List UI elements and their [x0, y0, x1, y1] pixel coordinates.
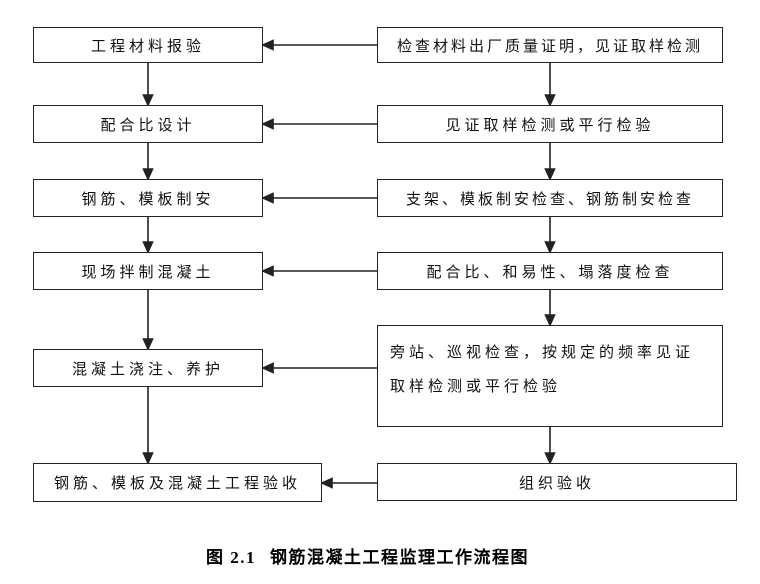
arrowhead-down	[544, 94, 556, 107]
arrowhead-left	[261, 192, 274, 204]
arrowhead-down	[142, 338, 154, 351]
arrowhead-down	[142, 168, 154, 181]
node-mix-ratio-design: 配合比设计	[33, 105, 263, 143]
node-support-formwork-rebar-check: 支架、模板制安检查、钢筋制安检查	[377, 179, 723, 217]
arrowhead-left	[261, 39, 274, 51]
figure-caption-title: 钢筋混凝土工程监理工作流程图	[270, 548, 529, 567]
figure-caption-number: 图 2.1	[206, 548, 256, 567]
arrowhead-down	[544, 241, 556, 254]
node-concrete-pouring-curing: 混凝土浇注、养护	[33, 349, 263, 387]
arrowhead-left	[261, 265, 274, 277]
arrowhead-left	[261, 362, 274, 374]
node-organize-acceptance: 组织验收	[377, 463, 737, 501]
node-check-factory-certificates: 检查材料出厂质量证明，见证取样检测	[377, 27, 723, 63]
arrowhead-left	[261, 118, 274, 130]
arrowhead-left	[320, 477, 333, 489]
arrowhead-down	[142, 452, 154, 465]
node-onsite-concrete-mixing: 现场拌制混凝土	[33, 252, 263, 290]
node-material-submission: 工程材料报验	[33, 27, 263, 63]
node-mix-workability-slump-check: 配合比、和易性、塌落度检查	[377, 252, 723, 290]
figure-caption: 图 2.1 钢筋混凝土工程监理工作流程图	[0, 543, 735, 568]
node-witness-sampling-parallel-test: 见证取样检测或平行检验	[377, 105, 723, 143]
node-rebar-formwork-install: 钢筋、模板制安	[33, 179, 263, 217]
arrowhead-down	[544, 168, 556, 181]
node-final-works-acceptance: 钢筋、模板及混凝土工程验收	[33, 463, 322, 502]
arrowhead-down	[142, 241, 154, 254]
arrowhead-down	[142, 94, 154, 107]
arrowhead-down	[544, 314, 556, 327]
arrowhead-down	[544, 452, 556, 465]
node-side-station-patrol-inspection: 旁站、巡视检查，按规定的频率见证取样检测或平行检验	[377, 325, 723, 427]
